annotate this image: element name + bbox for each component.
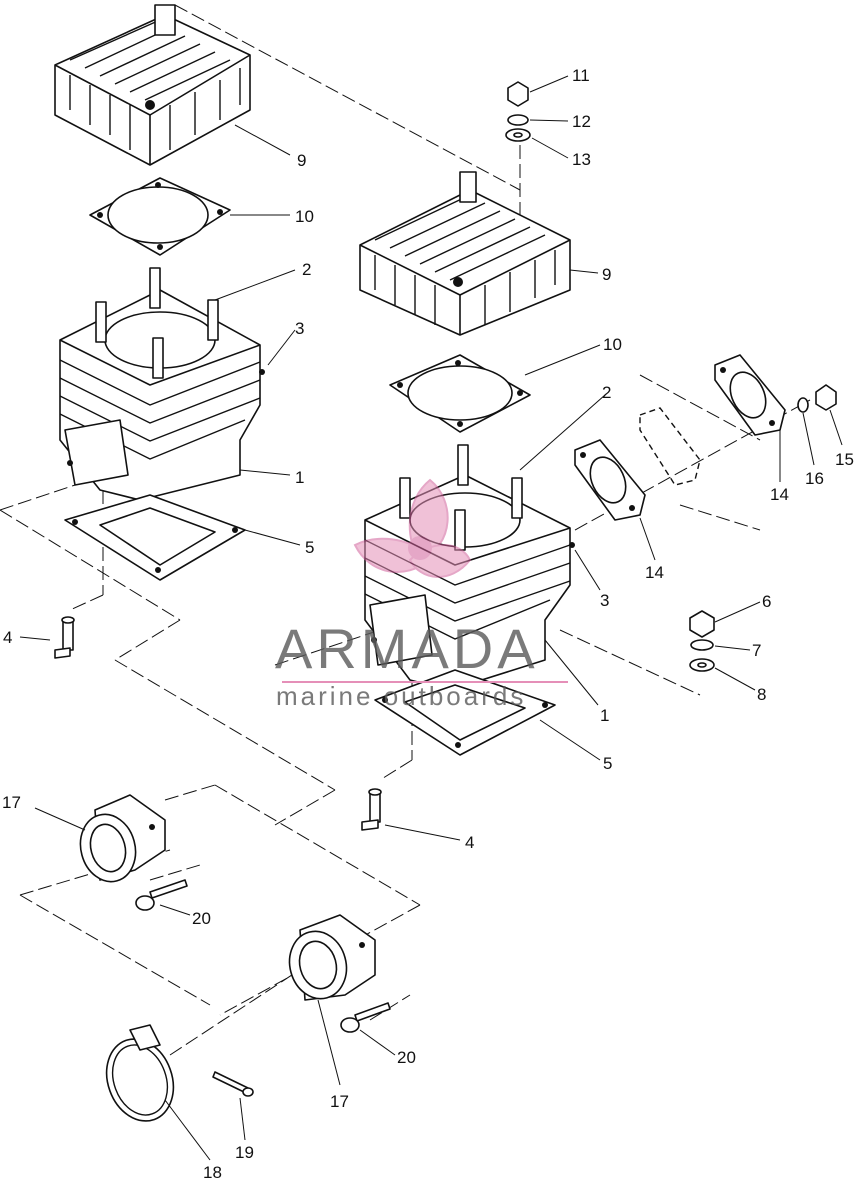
callout-16: 16 bbox=[805, 469, 824, 488]
callout-10-left: 10 bbox=[295, 207, 314, 226]
hardware-stack-mid bbox=[689, 610, 715, 672]
callout-4-right: 4 bbox=[465, 833, 474, 852]
hardware-stack-top bbox=[505, 81, 531, 142]
callout-15: 15 bbox=[835, 450, 854, 469]
callout-19: 19 bbox=[235, 1143, 254, 1162]
watermark-logo-icon bbox=[353, 478, 472, 578]
intake-flange-left bbox=[79, 794, 166, 883]
callout-17-left: 17 bbox=[2, 793, 21, 812]
cylinder-left bbox=[59, 267, 265, 501]
intake-flange-right bbox=[288, 914, 376, 1001]
callout-10-right: 10 bbox=[603, 335, 622, 354]
callout-17-right: 17 bbox=[330, 1092, 349, 1111]
watermark-subtitle: marine outboards bbox=[276, 681, 526, 711]
callout-1-left: 1 bbox=[295, 468, 304, 487]
callout-4-left: 4 bbox=[3, 628, 12, 647]
callout-1-right: 1 bbox=[600, 706, 609, 725]
head-gasket-left bbox=[89, 177, 231, 256]
watermark-title: ARMADA bbox=[275, 617, 539, 680]
exhaust-gasket-rear bbox=[714, 354, 786, 436]
callouts: 9 10 2 3 1 5 4 11 12 13 9 10 2 3 1 5 4 6… bbox=[2, 66, 854, 1181]
clamp-screw bbox=[212, 1071, 254, 1097]
callout-7: 7 bbox=[752, 641, 761, 660]
callout-14-front: 14 bbox=[645, 563, 664, 582]
watermark: ARMADA marine outboards bbox=[275, 478, 568, 711]
callout-2-left: 2 bbox=[302, 260, 311, 279]
screw-left bbox=[135, 879, 188, 911]
hose-clamp bbox=[105, 1024, 175, 1122]
callout-8: 8 bbox=[757, 685, 766, 704]
fitting-left bbox=[54, 616, 75, 659]
callout-13: 13 bbox=[572, 150, 591, 169]
head-gasket-right bbox=[389, 354, 531, 433]
callout-5-right: 5 bbox=[603, 754, 612, 773]
fitting-right bbox=[361, 788, 382, 831]
base-gasket-left bbox=[64, 494, 246, 581]
exhaust-gasket-middle bbox=[639, 407, 701, 486]
exhaust-gasket-front bbox=[574, 439, 646, 521]
callout-3-left: 3 bbox=[295, 319, 304, 338]
screw-right bbox=[340, 1002, 391, 1033]
exhaust-hardware bbox=[797, 384, 837, 413]
leader-lines bbox=[19, 75, 843, 1161]
callout-20-left: 20 bbox=[192, 909, 211, 928]
callout-9-right: 9 bbox=[602, 265, 611, 284]
callout-20-right: 20 bbox=[397, 1048, 416, 1067]
callout-5-left: 5 bbox=[305, 538, 314, 557]
callout-2-right: 2 bbox=[602, 383, 611, 402]
callout-11: 11 bbox=[572, 66, 590, 85]
callout-3-right: 3 bbox=[600, 591, 609, 610]
callout-18: 18 bbox=[203, 1163, 222, 1181]
cylinder-head-right bbox=[359, 171, 571, 336]
cylinder-head-left bbox=[54, 4, 251, 166]
base-gasket-right bbox=[374, 669, 556, 756]
callout-14-rear: 14 bbox=[770, 485, 789, 504]
callout-6: 6 bbox=[762, 592, 771, 611]
callout-9-left: 9 bbox=[297, 151, 306, 170]
callout-12: 12 bbox=[572, 112, 591, 131]
